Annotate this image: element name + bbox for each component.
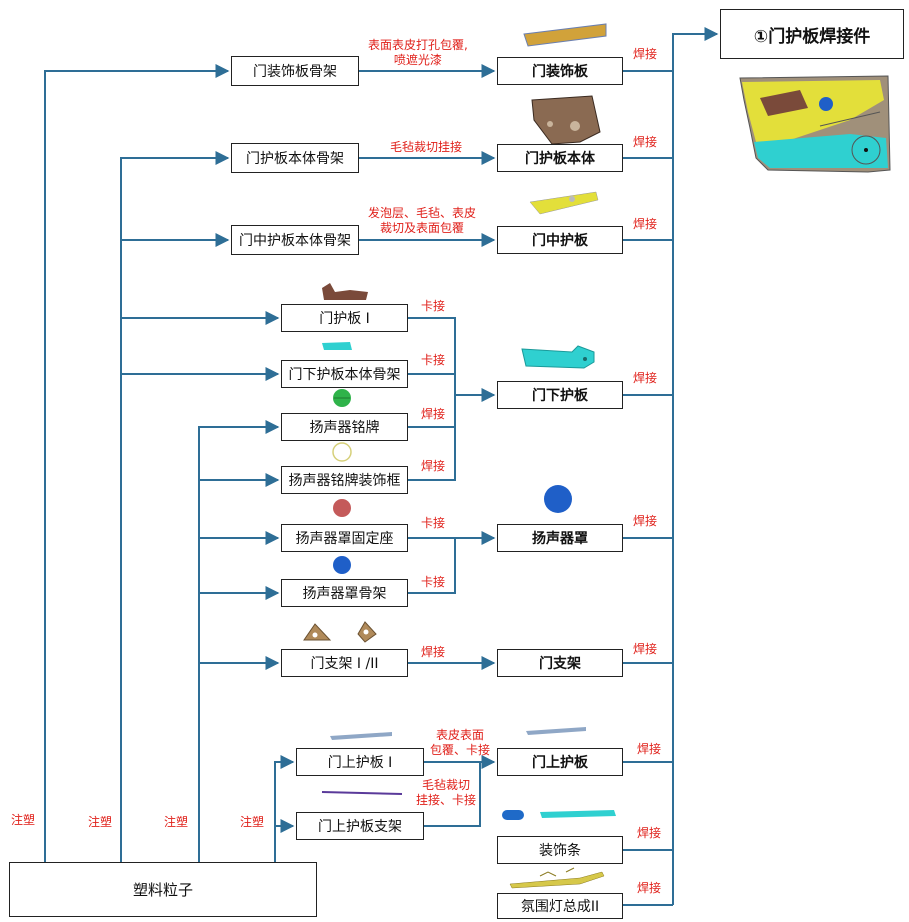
- assembly-mid: 门中护板: [497, 226, 623, 254]
- speaker-mount-thumb: [333, 499, 351, 517]
- assembly-lower: 门下护板: [497, 381, 623, 409]
- flow-line: [408, 537, 456, 594]
- weld-label: 焊接: [633, 135, 658, 149]
- ambient-light-thumb: [509, 867, 605, 889]
- clip-label: 卡接: [421, 575, 446, 589]
- upper-panel-thumb: [526, 727, 586, 735]
- assembly-body: 门护板本体: [497, 144, 623, 172]
- final-assembly-title: ①门护板焊接件: [720, 9, 904, 59]
- weld-label: 焊接: [637, 826, 662, 840]
- flow-line: [424, 762, 481, 827]
- assembly-deco: 门装饰板: [497, 57, 623, 85]
- flow-line: [672, 27, 719, 905]
- assembly-bracket: 门支架: [497, 649, 623, 677]
- bracket-thumb: [303, 621, 377, 643]
- door-body-thumb: [531, 95, 601, 145]
- injection-label: 注塑: [11, 813, 36, 827]
- assembly-upper: 门上护板: [497, 748, 623, 776]
- weld-label: 焊接: [633, 47, 658, 61]
- assembly-ambient: 氛围灯总成II: [497, 893, 623, 919]
- weld-label: 焊接: [421, 645, 446, 659]
- speaker-frame-thumb: [333, 556, 351, 574]
- trim-strip-thumb: [502, 810, 616, 820]
- injection-label: 注塑: [164, 815, 189, 829]
- assembly-trim-strip: 装饰条: [497, 836, 623, 864]
- clip-label: 卡接: [421, 516, 446, 530]
- weld-label: 焊接: [633, 642, 658, 656]
- component-upper-bracket: 门上护板支架: [296, 812, 424, 840]
- lower-frame-thumb: [322, 342, 352, 350]
- component-deco-frame: 门装饰板骨架: [231, 56, 359, 86]
- mid-panel-thumb: [529, 191, 599, 215]
- process-label-felt-clip: 毛毡裁切 挂接、卡接: [416, 778, 477, 807]
- weld-label: 焊接: [637, 742, 662, 756]
- deco-panel-thumb: [523, 23, 607, 47]
- flow-line: [120, 151, 230, 862]
- flow-line: [408, 317, 456, 481]
- process-label-felt-hang: 毛毡裁切挂接: [390, 140, 463, 154]
- weld-label: 焊接: [421, 407, 446, 421]
- component-badge-trim: 扬声器铭牌装饰框: [281, 466, 408, 494]
- clip-label: 卡接: [421, 299, 446, 313]
- injection-label: 注塑: [240, 815, 265, 829]
- clip-label: 卡接: [421, 353, 446, 367]
- badge-trim-thumb: [332, 442, 352, 462]
- component-speaker-frame: 扬声器罩骨架: [281, 579, 408, 607]
- upper-bracket-thumb: [321, 791, 403, 795]
- weld-label: 焊接: [421, 459, 446, 473]
- injection-label: 注塑: [88, 815, 113, 829]
- component-door-panel-1: 门护板 I: [281, 304, 408, 332]
- source-box: 塑料粒子: [9, 862, 317, 917]
- process-label-foam: 发泡层、毛毡、表皮 裁切及表面包覆: [368, 206, 477, 235]
- speaker-cover-thumb: [544, 485, 572, 513]
- flow-line: [274, 755, 295, 862]
- process-label-deco: 表面表皮打孔包覆, 喷遮光漆: [368, 38, 468, 67]
- weld-label: 焊接: [637, 881, 662, 895]
- component-bracket: 门支架 I /II: [281, 649, 408, 677]
- flow-line: [44, 64, 230, 862]
- component-upper-panel-1: 门上护板 I: [296, 748, 424, 776]
- component-mid-frame: 门中护板本体骨架: [231, 225, 359, 255]
- process-label-skin: 表皮表面 包覆、卡接: [430, 728, 491, 757]
- flow-line: [198, 420, 280, 862]
- lower-panel-thumb: [521, 345, 595, 369]
- assembly-speaker-cover: 扬声器罩: [497, 524, 623, 552]
- door-panel-1-thumb: [322, 283, 368, 300]
- door-trim-assembly-thumb: [739, 75, 891, 173]
- weld-label: 焊接: [633, 514, 658, 528]
- component-speaker-badge: 扬声器铭牌: [281, 413, 408, 441]
- upper-panel-1-thumb: [330, 732, 392, 740]
- weld-label: 焊接: [633, 217, 658, 231]
- component-lower-frame: 门下护板本体骨架: [281, 360, 408, 388]
- weld-label: 焊接: [633, 371, 658, 385]
- component-speaker-mount: 扬声器罩固定座: [281, 524, 408, 552]
- component-body-frame: 门护板本体骨架: [231, 143, 359, 173]
